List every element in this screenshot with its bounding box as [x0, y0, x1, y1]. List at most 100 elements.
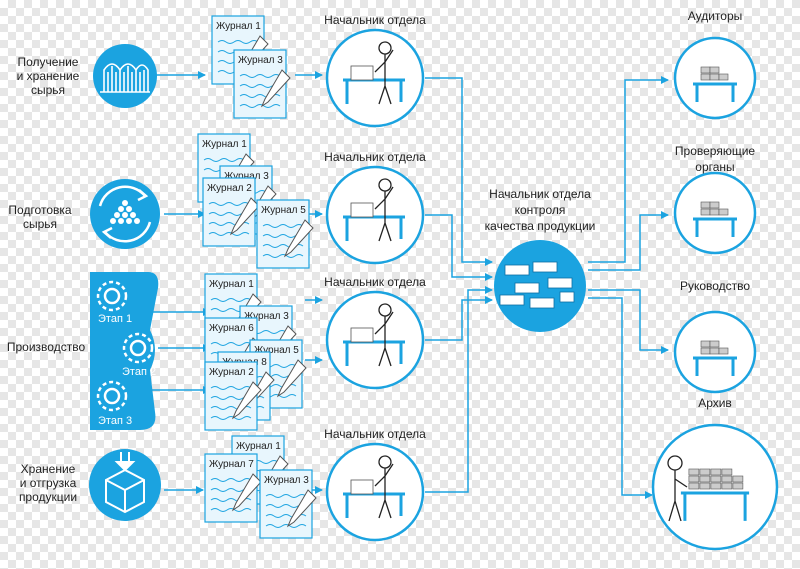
person-icon: [374, 303, 394, 367]
stage-label: Подготовка: [8, 203, 71, 217]
journal-title: Журнал 1: [202, 139, 247, 150]
document-icon: [710, 475, 722, 483]
journal: Журнал 3: [259, 469, 317, 539]
recipient: Архив: [651, 396, 779, 551]
pen-icon: [260, 69, 291, 108]
document-icon: [709, 340, 720, 348]
journal-title: Журнал 2: [209, 367, 254, 378]
journal: Журнал 7: [204, 453, 262, 523]
document-icon: [709, 347, 720, 355]
person-icon: [374, 178, 394, 242]
document-icon: [709, 66, 720, 74]
journal-title: Журнал 2: [207, 183, 252, 194]
document-icon: [732, 475, 744, 483]
qc-head-label: Начальник отдела: [489, 187, 591, 201]
journal-title: Журнал 3: [244, 311, 289, 322]
stage-label: и отгрузка: [20, 476, 77, 490]
document-icon: [718, 208, 729, 216]
step-label: Этап 1: [98, 313, 132, 325]
step-label: Этап 2: [122, 366, 156, 378]
connectors: [150, 71, 669, 499]
journal-title: Журнал 1: [236, 441, 281, 452]
journal-title: Журнал 3: [224, 171, 269, 182]
journal-title: Журнал 3: [238, 55, 283, 66]
department-head: Начальник отдела: [324, 13, 426, 128]
paper-stack-icon: [350, 65, 374, 81]
person-icon: [667, 455, 688, 522]
qc-head: Начальник отдела контроля качества проду…: [485, 187, 596, 332]
pen-icon: [231, 381, 262, 420]
recipient-label: Архив: [698, 396, 732, 410]
recipient-label: органы: [695, 160, 734, 174]
paper-stack-icon: [350, 202, 374, 218]
document-icon: [709, 208, 720, 216]
recipient-label: Руководство: [680, 279, 750, 293]
qc-head-label: контроля: [515, 203, 566, 217]
department-head: Начальник отдела: [324, 150, 426, 265]
stage-panel: [90, 272, 159, 430]
document-icon: [732, 482, 744, 490]
department-head-label: Начальник отдела: [324, 13, 426, 27]
journal: Журнал 2: [204, 361, 262, 431]
document-icon: [710, 482, 722, 490]
qc-circle: [494, 240, 586, 332]
department-head: Начальник отдела: [324, 427, 426, 542]
document-icon: [700, 340, 711, 348]
stage-production: Производство Этап 1 Этап 2 Этап 3: [7, 272, 159, 430]
stage-label: Получение: [18, 55, 79, 69]
document-icon: [699, 468, 711, 476]
pen-icon: [283, 219, 314, 258]
stage-receiving: Получение и хранение сырья: [17, 44, 157, 108]
department-head: Начальник отдела: [324, 275, 426, 390]
journal-title: Журнал 5: [261, 205, 306, 216]
journal: Журнал 5: [256, 199, 314, 269]
journal: Журнал 2: [202, 177, 260, 247]
qc-head-label: качества продукции: [485, 219, 596, 233]
box-icon: [105, 452, 145, 514]
stage-label: Производство: [7, 340, 86, 354]
document-icon: [709, 73, 720, 81]
document-icon: [709, 201, 720, 209]
department-head-label: Начальник отдела: [324, 275, 426, 289]
document-icon: [710, 468, 722, 476]
gears-icon: [96, 280, 154, 412]
recipient: Проверяющие органы: [673, 144, 757, 255]
document-icon: [721, 475, 733, 483]
document-icon: [721, 468, 733, 476]
journal-title: Журнал 1: [209, 279, 254, 290]
document-icon: [700, 201, 711, 209]
document-icon: [718, 347, 729, 355]
stage-preparation: Подготовка сырья: [8, 179, 160, 249]
document-icon: [699, 475, 711, 483]
paper-stack-icon: [350, 479, 374, 495]
recipient: Аудиторы: [673, 9, 757, 120]
pen-icon: [286, 489, 317, 528]
document-icon: [699, 482, 711, 490]
document-icon: [688, 482, 700, 490]
stage-shipping: Хранение и отгрузка продукции: [19, 449, 161, 521]
stage-label: сырья: [23, 217, 57, 231]
step-label: Этап 3: [98, 415, 132, 427]
journal-title: Журнал 1: [216, 21, 261, 32]
documents-icon: [499, 261, 575, 309]
person-icon: [374, 41, 394, 105]
department-head-label: Начальник отдела: [324, 150, 426, 164]
journal-title: Журнал 7: [209, 459, 254, 470]
document-icon: [700, 208, 711, 216]
stage-label: сырья: [31, 83, 65, 97]
recipient-label: Проверяющие: [675, 144, 756, 158]
stage-label: Хранение: [21, 462, 76, 476]
document-icon: [718, 73, 729, 81]
stage-label: и хранение: [17, 69, 80, 83]
document-icon: [700, 66, 711, 74]
person-icon: [374, 455, 394, 519]
paper-stack-icon: [350, 327, 374, 343]
document-icon: [688, 475, 700, 483]
spheres-icon: [110, 200, 140, 224]
greenhouse-icon: [100, 63, 150, 93]
department-head-label: Начальник отдела: [324, 427, 426, 441]
